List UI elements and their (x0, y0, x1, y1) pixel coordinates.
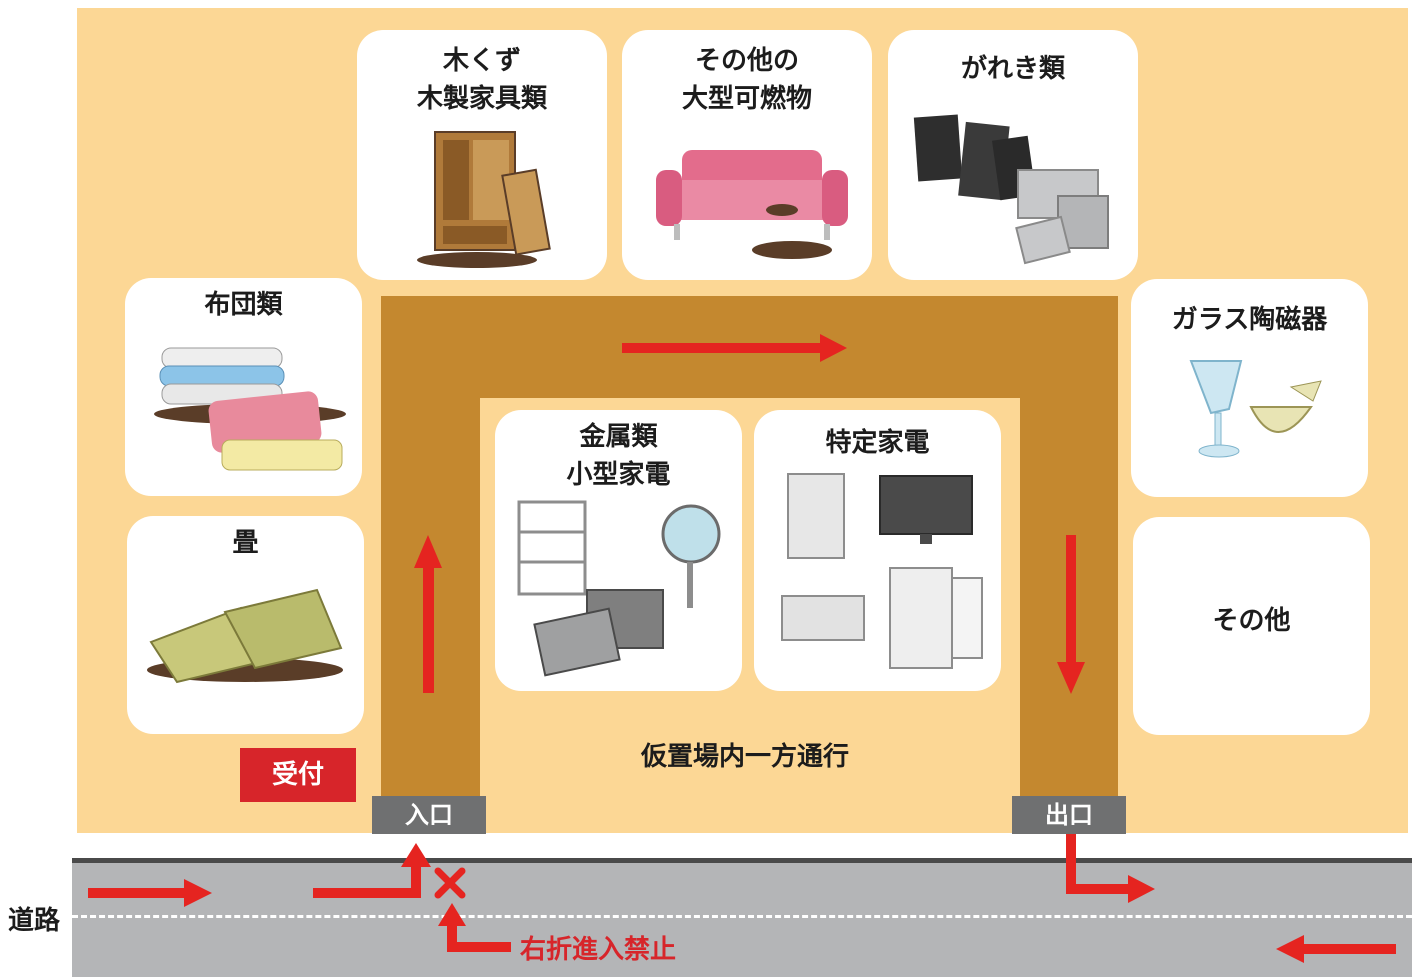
road-center-line (72, 915, 1412, 918)
card-glass-ceramics: ガラス陶磁器 (1131, 279, 1368, 497)
wooden-furniture-illustration (417, 131, 551, 268)
futon-illustration (154, 347, 346, 471)
card-metal-label: 金属類 小型家電 (566, 422, 671, 490)
card-wood-furniture-label: 木くず 木製家具類 (416, 46, 547, 114)
road-label: 道路 (8, 906, 61, 936)
card-glass-ceramics-label: ガラス陶磁器 (1171, 305, 1328, 335)
metal-appliances-illustration (517, 500, 721, 677)
card-tatami-label: 畳 (232, 528, 259, 558)
home-appliances-illustration (781, 473, 983, 669)
arrow-up-icon (414, 535, 442, 693)
road-arrow-left-icon (1276, 935, 1396, 963)
card-bedding: 布団類 (125, 278, 362, 496)
exit-gate: 出口 (1012, 796, 1126, 834)
broken-glass-illustration (1189, 360, 1322, 458)
card-rubble-label: がれき類 (960, 54, 1065, 84)
entrance-gate: 入口 (372, 796, 486, 834)
arrow-down-icon (1057, 535, 1085, 694)
card-specified-appliances: 特定家電 (754, 410, 1001, 691)
card-other-label: その他 (1212, 606, 1291, 636)
sofa-illustration (656, 150, 848, 259)
card-wood-furniture: 木くず 木製家具類 (357, 30, 607, 280)
card-large-combustibles-label: その他の 大型可燃物 (681, 46, 812, 114)
card-other: その他 (1133, 517, 1370, 735)
reception-sign: 受付 (240, 748, 356, 802)
road-arrow-right-1-icon (88, 879, 212, 907)
no-right-turn-label: 右折進入禁止 (520, 935, 677, 965)
arrow-right-icon (622, 334, 847, 362)
card-bedding-label: 布団類 (204, 290, 283, 320)
no-right-turn-arrow-icon (438, 903, 511, 952)
one-way-label: 仮置場内一方通行 (640, 742, 849, 772)
road-arrow-entry-icon (313, 843, 431, 898)
tatami-illustration (147, 588, 343, 684)
prohibited-x-icon (434, 867, 466, 899)
road-edge (72, 858, 1412, 863)
road (72, 860, 1412, 977)
rubble-illustration (913, 114, 1109, 265)
card-large-combustibles: その他の 大型可燃物 (622, 30, 872, 280)
card-rubble: がれき類 (888, 30, 1138, 280)
road-arrow-exit-icon (1066, 834, 1155, 903)
card-appliances-label: 特定家電 (825, 428, 930, 458)
card-tatami: 畳 (127, 516, 364, 734)
card-metal-small-appliances: 金属類 小型家電 (495, 410, 742, 691)
